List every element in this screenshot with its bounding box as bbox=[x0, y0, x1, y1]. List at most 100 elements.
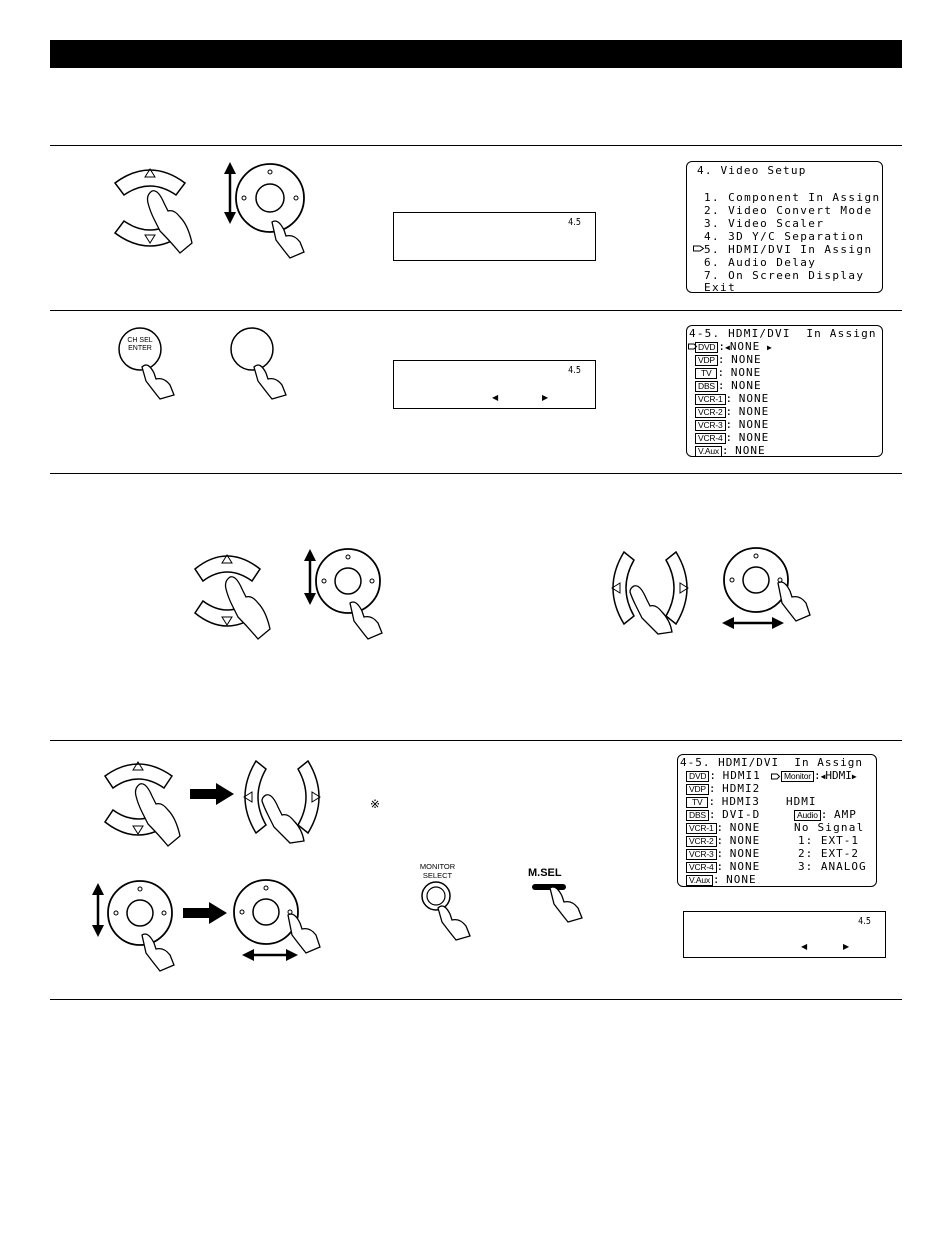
source-value: NONE bbox=[729, 847, 761, 860]
source-value: HDMI1 bbox=[722, 769, 761, 782]
source-tag: DBS bbox=[695, 381, 718, 392]
cursor-left-right-keys-illustration bbox=[611, 550, 689, 635]
osd-row: DBS: NONE bbox=[695, 379, 762, 392]
divider bbox=[50, 310, 902, 311]
osd-video-setup-menu: 4. Video Setup 1. Component In Assign 2.… bbox=[686, 161, 883, 294]
osd-row: VCR-2: NONE bbox=[686, 834, 760, 847]
right-arrow-icon: ▶ bbox=[542, 393, 549, 402]
jog-dial-up-down-illustration bbox=[92, 880, 175, 972]
source-value: NONE bbox=[731, 379, 762, 392]
source-tag: VDP bbox=[695, 355, 718, 366]
osd-row: V.Aux: NONE bbox=[686, 873, 757, 886]
source-value: NONE bbox=[729, 821, 761, 834]
source-tag: V.Aux bbox=[686, 875, 713, 886]
osd-menu-item: 4. 3D Y/C Separation bbox=[704, 230, 865, 243]
pointing-hand-cursor-icon bbox=[771, 773, 781, 780]
left-arrow-icon: ◀ bbox=[820, 772, 826, 781]
msel-label: M.SEL bbox=[528, 867, 562, 879]
source-value: HDMI3 bbox=[721, 795, 760, 808]
osd-hdmi-dvi-assign: 4-5. HDMI/DVI In Assign DVD:◀NONE ▶ VDP:… bbox=[686, 325, 883, 457]
source-value: NONE bbox=[726, 873, 757, 886]
jog-dial-up-down-illustration bbox=[224, 162, 305, 259]
display-number: 4.5 bbox=[568, 217, 581, 228]
jog-dial-left-right-illustration bbox=[722, 547, 811, 629]
osd-menu-item: 7. On Screen Display bbox=[704, 269, 865, 282]
audio-line: 2: EXT-2 bbox=[798, 847, 859, 860]
monitor-select-button-illustration bbox=[421, 881, 471, 941]
ch-sel-enter-button-illustration bbox=[118, 327, 175, 400]
source-tag: V.Aux bbox=[695, 446, 722, 457]
source-value: HDMI2 bbox=[722, 782, 761, 795]
monitor-sub: HDMI bbox=[786, 795, 817, 808]
osd-exit: Exit bbox=[704, 281, 737, 294]
source-value: NONE bbox=[738, 405, 770, 418]
osd-row: TV: HDMI3 bbox=[686, 795, 760, 808]
cursor-up-down-keys-illustration bbox=[113, 168, 193, 254]
right-arrow-icon bbox=[190, 783, 234, 805]
fl-display: 4.5 ◀ ▶ bbox=[683, 911, 886, 958]
note-mark: ※ bbox=[370, 797, 381, 811]
audio-line: 3: ANALOG bbox=[798, 860, 867, 873]
osd-menu-item: 3. Video Scaler bbox=[704, 217, 825, 230]
ch-sel-enter-label: CH SEL ENTER bbox=[127, 337, 153, 352]
fl-display: 4.5 bbox=[393, 212, 596, 261]
source-tag: VCR-1 bbox=[695, 394, 726, 405]
osd-row: DVD:◀NONE ▶ bbox=[695, 340, 772, 354]
osd-hdmi-dvi-assign-result: 4-5. HDMI/DVI In Assign DVD: HDMI1 VDP: … bbox=[677, 754, 877, 887]
source-value: NONE bbox=[738, 418, 770, 431]
monitor-tag: Monitor bbox=[781, 771, 814, 782]
source-tag: DVD bbox=[695, 342, 719, 353]
source-value: NONE bbox=[738, 431, 770, 444]
osd-menu-item: 1. Component In Assign bbox=[704, 191, 881, 204]
right-arrow-icon: ▶ bbox=[843, 942, 850, 951]
osd-row: TV: NONE bbox=[695, 366, 761, 379]
source-tag: DVD bbox=[686, 771, 710, 782]
source-tag: DBS bbox=[686, 810, 709, 821]
monitor-value: HDMI bbox=[825, 769, 852, 782]
display-number: 4.5 bbox=[858, 916, 871, 927]
osd-row: VCR-2: NONE bbox=[695, 405, 769, 418]
source-tag: VCR-2 bbox=[686, 836, 717, 847]
divider bbox=[50, 999, 902, 1000]
left-arrow-icon: ◀ bbox=[724, 343, 730, 352]
cursor-left-right-keys-illustration bbox=[243, 759, 321, 844]
source-tag: VDP bbox=[686, 784, 709, 795]
source-value: NONE bbox=[738, 392, 770, 405]
osd-row: VDP: NONE bbox=[695, 353, 762, 366]
source-tag: TV bbox=[686, 797, 709, 808]
source-tag: VCR-4 bbox=[686, 862, 717, 873]
audio-line: 1: EXT-1 bbox=[798, 834, 859, 847]
divider bbox=[50, 145, 902, 146]
osd-row: VCR-1: NONE bbox=[686, 821, 760, 834]
source-value: DVI-D bbox=[722, 808, 761, 821]
osd-menu-item: 2. Video Convert Mode bbox=[704, 204, 873, 217]
jog-dial-up-down-illustration bbox=[304, 548, 383, 640]
osd-menu-item: 6. Audio Delay bbox=[704, 256, 817, 269]
display-number: 4.5 bbox=[568, 365, 581, 376]
osd-row: DVD: HDMI1 bbox=[686, 769, 761, 782]
fl-display: 4.5 ◀ ▶ bbox=[393, 360, 596, 409]
source-value: NONE bbox=[735, 444, 766, 457]
jog-dial-left-right-illustration bbox=[233, 879, 321, 961]
source-value: NONE bbox=[729, 340, 761, 353]
source-value: NONE bbox=[731, 353, 762, 366]
source-tag: VCR-4 bbox=[695, 433, 726, 444]
source-tag: VCR-1 bbox=[686, 823, 717, 834]
osd-row: VCR-1: NONE bbox=[695, 392, 769, 405]
source-value: NONE bbox=[729, 834, 761, 847]
source-tag: VCR-2 bbox=[695, 407, 726, 418]
osd-row: VCR-3: NONE bbox=[695, 418, 769, 431]
source-tag: TV bbox=[695, 368, 718, 379]
divider bbox=[50, 740, 902, 741]
monitor-select-label: MONITOR SELECT bbox=[419, 862, 456, 880]
divider bbox=[50, 473, 902, 474]
right-arrow-icon bbox=[183, 902, 227, 924]
osd-row: VDP: HDMI2 bbox=[686, 782, 760, 795]
source-value: NONE bbox=[729, 860, 761, 873]
osd-row: DBS: DVI-D bbox=[686, 808, 760, 821]
osd-row: VCR-4: NONE bbox=[686, 860, 760, 873]
audio-tag: Audio bbox=[794, 810, 821, 821]
audio-line: No Signal bbox=[794, 821, 865, 834]
source-tag: VCR-3 bbox=[686, 849, 717, 860]
osd-title: 4-5. HDMI/DVI In Assign bbox=[689, 327, 877, 340]
